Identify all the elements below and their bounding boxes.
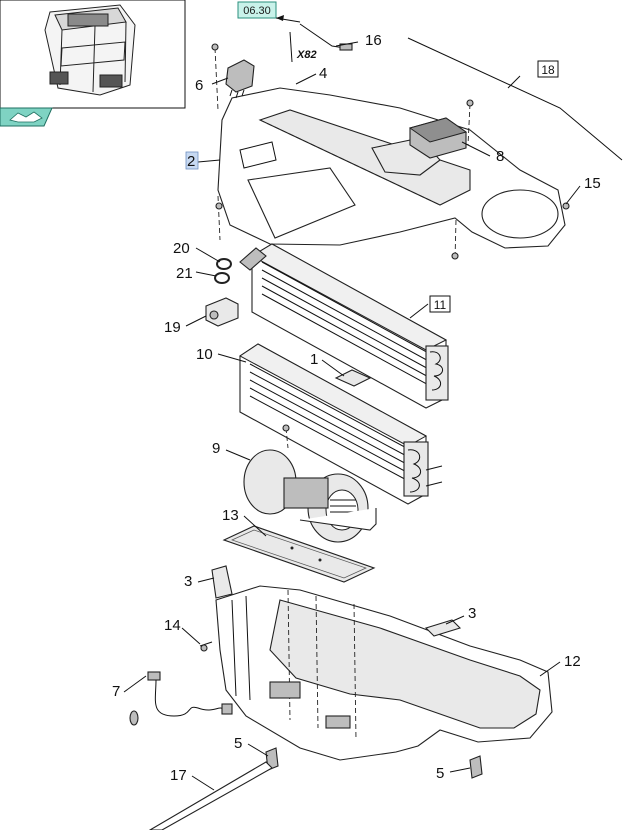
callout-18[interactable]: 18 bbox=[537, 60, 559, 78]
actuator-box bbox=[408, 117, 468, 159]
callout-6[interactable]: 6 bbox=[195, 77, 203, 94]
wiring-harness bbox=[129, 671, 233, 726]
callout-1[interactable]: 1 bbox=[310, 351, 318, 368]
leader-lines bbox=[123, 41, 581, 791]
callout-10[interactable]: 10 bbox=[196, 346, 213, 363]
reference-badge-label: 06.30 bbox=[243, 5, 271, 17]
callout-2[interactable]: 2 bbox=[185, 151, 199, 170]
screw-set-top bbox=[211, 43, 570, 261]
label-patch bbox=[334, 369, 372, 387]
svg-text:18: 18 bbox=[541, 63, 555, 77]
callout-5-left[interactable]: 5 bbox=[234, 735, 242, 752]
callout-14[interactable]: 14 bbox=[164, 617, 181, 634]
cab-illustration bbox=[44, 4, 136, 96]
callout-17[interactable]: 17 bbox=[170, 767, 187, 784]
callout-15[interactable]: 15 bbox=[584, 175, 601, 192]
callout-3-right[interactable]: 3 bbox=[468, 605, 476, 622]
callout-12[interactable]: 12 bbox=[564, 653, 581, 670]
callout-16[interactable]: 16 bbox=[365, 32, 382, 49]
seal-strips bbox=[211, 565, 462, 637]
callout-5-right[interactable]: 5 bbox=[436, 765, 444, 782]
blower-assembly bbox=[243, 424, 377, 543]
lower-housing bbox=[215, 585, 553, 761]
o-rings bbox=[214, 258, 232, 284]
drain-hose bbox=[148, 761, 273, 830]
screw-14 bbox=[199, 641, 213, 652]
connector-code: X82 bbox=[296, 49, 317, 61]
callout-3-upper[interactable]: 3 bbox=[184, 573, 192, 590]
evaporator-core bbox=[239, 243, 449, 409]
drain-fittings bbox=[265, 747, 483, 779]
callout-21[interactable]: 21 bbox=[176, 265, 193, 282]
svg-text:11: 11 bbox=[434, 298, 447, 312]
navigate-back-icon[interactable] bbox=[0, 107, 53, 127]
callout-13[interactable]: 13 bbox=[222, 507, 239, 524]
callout-20[interactable]: 20 bbox=[173, 240, 190, 257]
cab-locator-thumbnail[interactable] bbox=[0, 0, 186, 109]
callouts: 16 6 4 18 8 15 2 20 21 19 11 10 1 9 13 3… bbox=[112, 32, 601, 784]
callout-4[interactable]: 4 bbox=[319, 65, 327, 82]
callout-8[interactable]: 8 bbox=[496, 148, 504, 165]
expansion-valve bbox=[205, 297, 239, 327]
reference-badge[interactable]: 06.30 bbox=[237, 1, 277, 19]
sensor-module bbox=[225, 59, 255, 99]
callout-11[interactable]: 11 bbox=[429, 295, 451, 313]
upper-housing bbox=[217, 87, 566, 249]
callout-9[interactable]: 9 bbox=[212, 440, 220, 457]
blower-gasket bbox=[222, 525, 376, 583]
callout-19[interactable]: 19 bbox=[164, 319, 181, 336]
heater-core bbox=[239, 343, 443, 505]
callout-7[interactable]: 7 bbox=[112, 683, 120, 700]
connector-cable bbox=[289, 23, 353, 63]
svg-text:2: 2 bbox=[187, 153, 195, 170]
